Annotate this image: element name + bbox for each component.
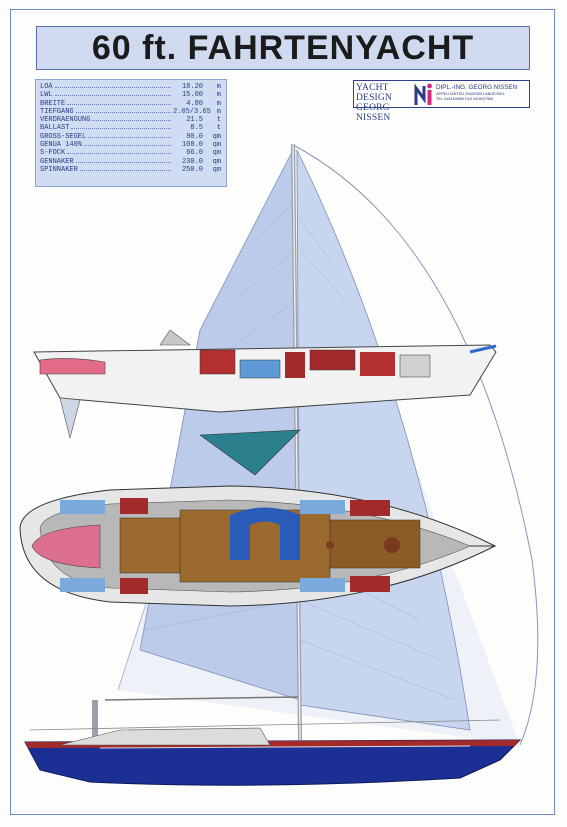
genoa-sail (296, 149, 471, 731)
spec-leader-dots (75, 111, 171, 113)
spec-leader-dots (75, 161, 171, 163)
spec-label: LOA (40, 83, 53, 91)
spec-value: 108.0 (181, 141, 203, 150)
spec-label: SPINNAKER (40, 165, 78, 174)
spec-row: VERDRAENGUNG 21.5 t (40, 116, 221, 124)
spec-value: 4.80 (186, 99, 203, 108)
spec-row: GENUA 140% 108.0 qm (40, 141, 221, 149)
spec-label: BREITE (40, 99, 66, 108)
designer-logo-text: YACHT DESIGN GEORG NISSEN (356, 83, 414, 123)
spec-leader-dots (71, 128, 171, 130)
spec-value: 8.5 (190, 124, 203, 133)
spec-value: 90.0 (186, 132, 203, 141)
designer-logo-mark-icon (414, 83, 432, 105)
spec-value: 18.20 (181, 83, 203, 91)
spec-label: BALLAST (40, 124, 70, 133)
designer-phone: TEL 04343/8889 FAX 04343/7565 (436, 97, 494, 101)
spec-value: 21.5 (186, 116, 203, 125)
spec-unit: qm (212, 149, 221, 158)
title-banner: 60 ft. FAHRTENYACHT (36, 26, 530, 70)
spec-unit: m (216, 83, 221, 91)
spec-row: LWL 15.00 m (40, 91, 221, 99)
designer-contact: DIPL.-ING. GEORG NISSEN APPELGARTEN 2346… (436, 84, 530, 102)
spec-label: GENUA 140% (40, 141, 83, 150)
spec-unit: qm (212, 165, 221, 174)
mast-highlight (292, 143, 301, 741)
spec-label: GROSS-SEGEL (40, 132, 87, 141)
logo-line-2: GEORG NISSEN (356, 103, 391, 123)
spec-value: 230.0 (181, 157, 203, 166)
plan-view (19, 485, 497, 607)
spec-leader-dots (88, 136, 171, 138)
spec-label: TIEFGANG (40, 107, 74, 116)
spec-leader-dots (54, 87, 171, 88)
gennaker-outline (294, 145, 539, 746)
spec-label: VERDRAENGUNG (40, 116, 91, 125)
spec-row: TIEFGANG 2.05/3.65 m (40, 108, 221, 116)
spec-row: GENNAKER 230.0 qm (40, 158, 221, 166)
spec-leader-dots (79, 169, 171, 171)
spec-row: S-FOCK 66.0 qm (40, 149, 221, 157)
spec-leader-dots (84, 145, 171, 147)
spec-unit: t (216, 124, 221, 133)
logo-line-1: YACHT DESIGN (356, 83, 393, 103)
spec-unit: t (216, 116, 221, 125)
designer-address: APPELGARTEN 23469384 LABOE/KIEL (436, 92, 505, 96)
spec-row: SPINNAKER 250.0 qm (40, 166, 221, 174)
spec-row: BREITE 4.80 m (40, 100, 221, 108)
spec-unit: qm (212, 132, 221, 141)
spec-label: LWL (40, 91, 53, 100)
spec-value: 2.05/3.65 (173, 107, 211, 116)
spec-unit: m (216, 91, 221, 100)
spec-leader-dots (67, 153, 171, 155)
page-title: 60 ft. FAHRTENYACHT (91, 28, 475, 67)
side-profile-view (33, 329, 497, 476)
spec-row: LOA 18.20 m (40, 83, 221, 91)
spec-row: GROSS-SEGEL 90.0 qm (40, 133, 221, 141)
spec-label: GENNAKER (40, 157, 74, 166)
spec-unit: m (216, 107, 221, 116)
designer-name: DIPL.-ING. GEORG NISSEN (436, 84, 518, 91)
spec-value: 250.0 (181, 165, 203, 174)
spec-value: 15.00 (181, 91, 203, 100)
page-frame (10, 9, 555, 815)
spec-leader-dots (92, 120, 171, 122)
spec-unit: qm (212, 157, 221, 166)
spec-label: S-FOCK (40, 149, 66, 158)
spec-leader-dots (54, 95, 171, 97)
designer-logo-box: YACHT DESIGN GEORG NISSEN DIPL.-ING. GEO… (353, 80, 530, 123)
hull-side-view (24, 696, 522, 786)
spec-row: BALLAST 8.5 t (40, 124, 221, 132)
spec-unit: m (216, 99, 221, 108)
mainsail (139, 149, 301, 701)
spec-leader-dots (67, 103, 171, 105)
spec-value: 66.0 (186, 149, 203, 158)
spec-unit: qm (212, 141, 221, 150)
